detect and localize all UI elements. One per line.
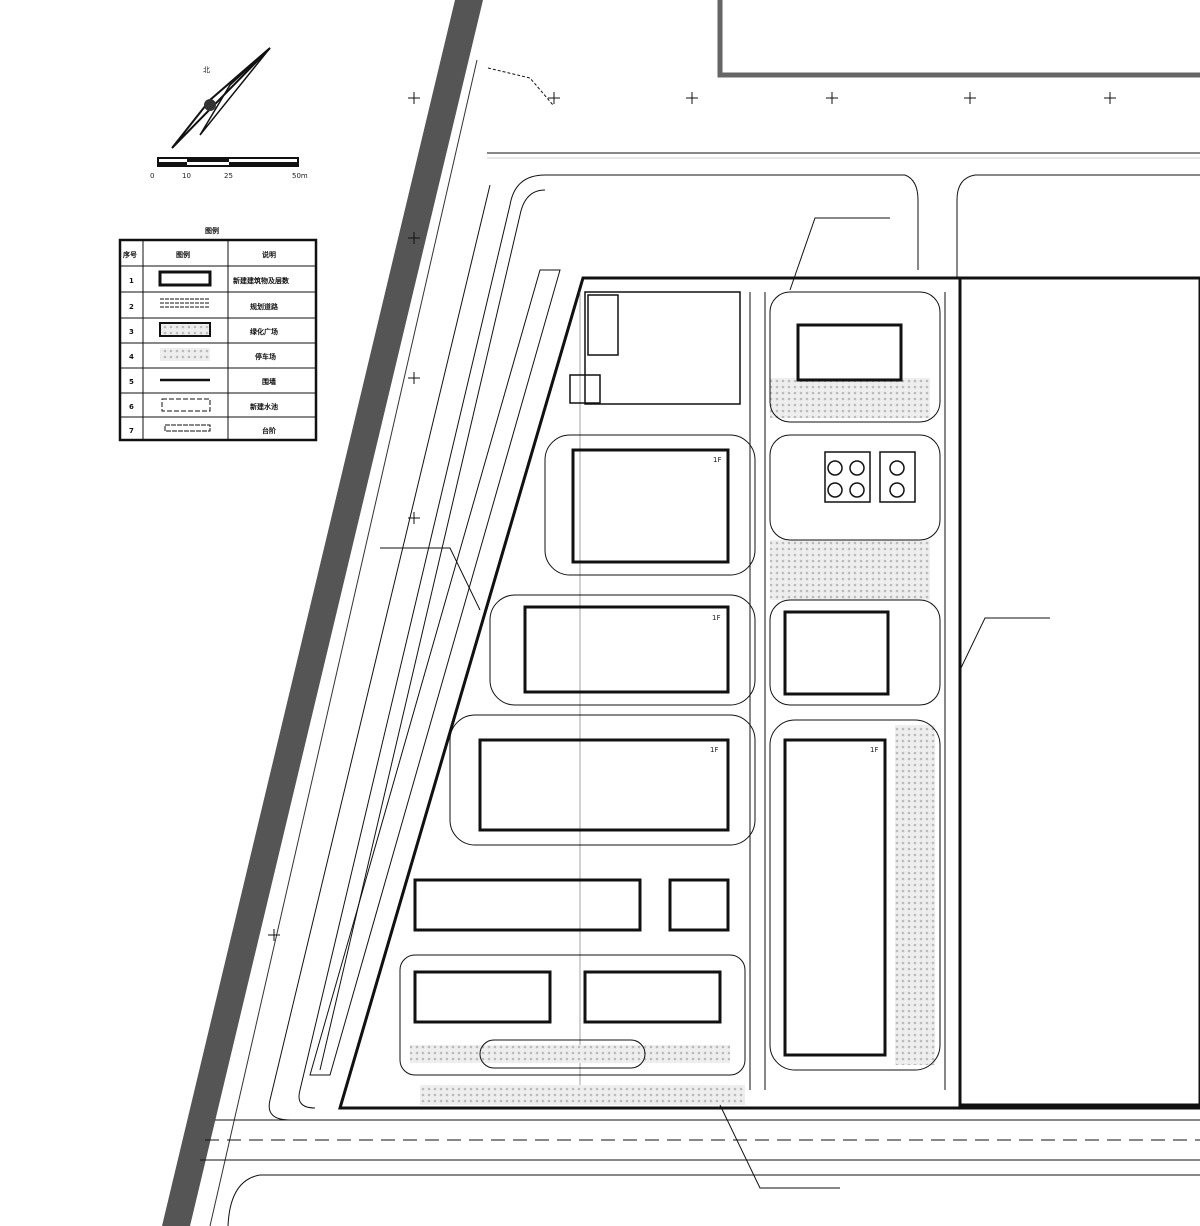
scale-tick-label: 0 xyxy=(150,172,154,180)
legend-row-desc: 绿化广场 xyxy=(250,327,278,336)
scale-bar: 0 10 25 50m xyxy=(150,157,308,180)
legend-row-number: 1 xyxy=(129,277,134,285)
legend-row-desc: 停车场 xyxy=(255,352,276,361)
legend-green-symbol xyxy=(159,322,211,337)
legend-pool-symbol xyxy=(161,398,211,412)
legend-row-desc: 台阶 xyxy=(262,426,277,435)
site-road-outer xyxy=(298,174,905,1109)
building-2 xyxy=(523,605,730,694)
building-6 xyxy=(413,878,642,932)
legend-row-desc: 新建建筑物及层数 xyxy=(233,276,290,285)
bottom-road xyxy=(200,1103,1200,1226)
legend-row-desc: 新建水池 xyxy=(250,402,278,411)
scale-tick-label: 25 xyxy=(224,172,233,180)
legend-row-number: 5 xyxy=(129,378,134,386)
legend-steps-symbol xyxy=(164,424,211,432)
main-road-band xyxy=(162,0,483,1226)
floor-marker: 1F xyxy=(713,456,721,464)
legend-row-number: 2 xyxy=(129,303,134,311)
legend-row-desc: 围墙 xyxy=(262,377,276,386)
grid-crosses xyxy=(268,92,1116,941)
building-4 xyxy=(783,610,890,696)
legend-header: 说明 xyxy=(262,250,276,259)
legend-row-number: 6 xyxy=(129,403,134,411)
legend-parking-symbol xyxy=(160,348,210,361)
legend-row-number: 4 xyxy=(129,353,134,361)
buildings xyxy=(413,323,903,1057)
green-areas xyxy=(410,378,935,1105)
scale-tick-label: 10 xyxy=(182,172,191,180)
floor-marker: 1F xyxy=(870,746,878,754)
existing-building xyxy=(717,0,1200,78)
building-1 xyxy=(571,448,730,564)
legend-table: 图例 序号 图例 说明 1 新建建筑物及层数 2 规划道路 3 绿化广场 4 停车场 5… xyxy=(118,226,318,442)
legend-building-symbol xyxy=(158,270,212,287)
building-3 xyxy=(478,738,730,832)
legend-header: 序号 xyxy=(122,250,137,259)
legend-row-desc: 规划道路 xyxy=(250,302,279,311)
adjacent-plot xyxy=(958,276,1200,1110)
building-10 xyxy=(796,323,903,382)
north-label: 北 xyxy=(203,66,210,74)
legend-row-number: 7 xyxy=(129,427,134,435)
floor-marker: 1F xyxy=(712,614,720,622)
north-arrow-icon: 北 xyxy=(171,47,271,149)
floor-marker: 1F xyxy=(710,746,718,754)
scale-tick-label: 50m xyxy=(292,172,308,180)
legend-row-number: 3 xyxy=(129,328,134,336)
leader-lines xyxy=(380,217,1050,1189)
internal-road-loops xyxy=(399,291,941,1076)
ancillary-structures xyxy=(569,291,916,503)
legend-road-symbol xyxy=(160,298,210,308)
building-8 xyxy=(413,970,552,1024)
building-9 xyxy=(583,970,722,1024)
legend-title: 图例 xyxy=(205,226,219,235)
building-7 xyxy=(668,878,730,932)
legend-header: 图例 xyxy=(176,250,190,259)
building-5 xyxy=(783,738,887,1057)
